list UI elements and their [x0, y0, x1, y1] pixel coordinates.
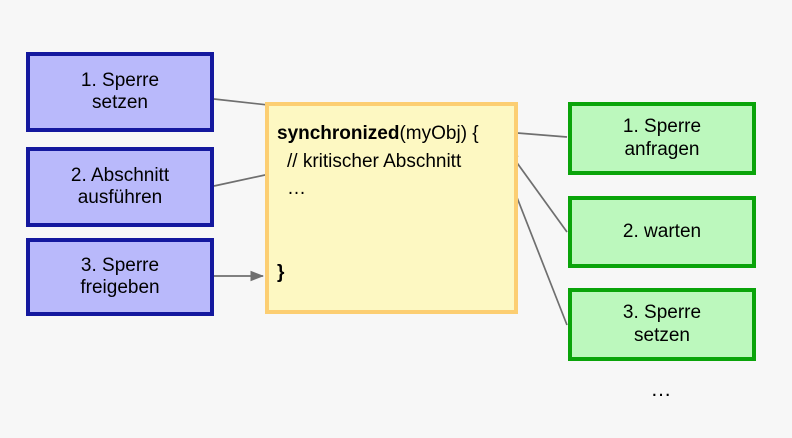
code-keyword-synchronized: synchronized	[277, 123, 400, 144]
right-step-3-line1: 3. Sperre	[622, 302, 702, 324]
code-line-closing-brace: }	[277, 261, 285, 283]
left-step-3-line1: 3. Sperre	[80, 254, 160, 276]
code-line-comment: // kritischer Abschnitt	[277, 148, 514, 176]
left-step-1-line2: setzen	[92, 92, 148, 113]
right-step-box-3[interactable]: 3. Sperre setzen	[568, 288, 756, 361]
left-step-2-line2: ausführen	[77, 187, 163, 208]
right-step-2-line1: 2. warten	[622, 220, 702, 242]
code-signature-rest: (myObj) {	[399, 123, 479, 144]
right-step-3-line2: setzen	[634, 324, 690, 346]
right-step-box-1[interactable]: 1. Sperre anfragen	[568, 102, 756, 175]
left-step-box-2[interactable]: 2. Abschnitt ausführen	[26, 147, 214, 227]
code-comment-text: // kritischer Abschnitt	[287, 150, 462, 172]
left-step-box-3[interactable]: 3. Sperre freigeben	[26, 238, 214, 316]
right-step-1-line2: anfragen	[624, 138, 700, 160]
code-line-ellipsis: …	[277, 175, 514, 203]
right-steps-trailing-ellipsis: …	[650, 378, 674, 401]
left-step-3-line2: freigeben	[80, 277, 160, 298]
synchronized-code-block: synchronized(myObj) { // kritischer Absc…	[265, 102, 518, 314]
left-step-1-line1: 1. Sperre	[80, 69, 160, 91]
right-step-1-line1: 1. Sperre	[622, 116, 702, 138]
left-step-box-1[interactable]: 1. Sperre setzen	[26, 52, 214, 132]
left-step-2-line1: 2. Abschnitt	[70, 164, 170, 186]
right-step-box-2[interactable]: 2. warten	[568, 196, 756, 268]
code-line-signature: synchronized(myObj) {	[277, 120, 514, 148]
code-ellipsis: …	[287, 178, 306, 200]
